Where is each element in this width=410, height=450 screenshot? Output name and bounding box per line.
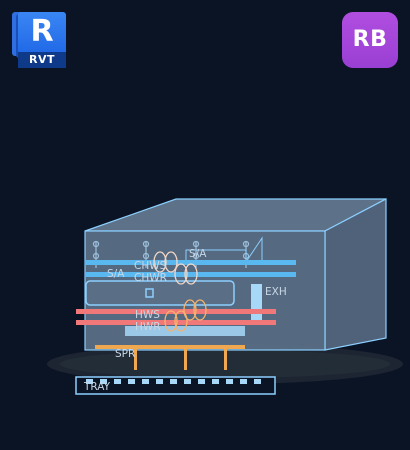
revit-logo-text: RVT [18, 52, 66, 68]
tray-rung [254, 379, 261, 384]
tray-rung [156, 379, 163, 384]
label-tray: TRAY [83, 381, 111, 393]
tray-rung [170, 379, 177, 384]
cable-tray [75, 376, 276, 395]
clash-marker [164, 310, 178, 332]
hanger-clamp [92, 252, 100, 260]
revit-logo-letter: R [30, 14, 54, 49]
tray-rung [100, 379, 107, 384]
clash-marker [153, 251, 167, 273]
hanger-clamp [142, 252, 150, 260]
hws-pipe [76, 309, 276, 314]
sprinkler-drop [224, 349, 227, 370]
label-hws: HWS [135, 309, 160, 321]
clash-marker [164, 251, 178, 273]
tray-rung [86, 379, 93, 384]
clash-markers-chilled [153, 251, 198, 285]
label-hwr: HWR [135, 321, 161, 333]
label-spr: SPR [115, 348, 135, 360]
label-sa-side: S/A [107, 268, 125, 280]
hanger-clamp [242, 240, 250, 248]
chwr-pipe [85, 272, 296, 277]
clash-markers-hot [164, 299, 207, 332]
exhaust-duct [251, 284, 262, 320]
label-exh: EXH [265, 286, 287, 298]
chws-pipe [85, 260, 296, 265]
label-chwr: CHWR [134, 272, 167, 284]
light-fixture [125, 326, 245, 336]
clash-marker [174, 263, 188, 285]
revit-logo-badge: R RVT [12, 12, 68, 70]
hanger-clamp [192, 252, 200, 260]
hanger-clamp [142, 240, 150, 248]
label-chws: CHWS [134, 260, 167, 272]
hwr-pipe [76, 320, 276, 325]
tray-rung [226, 379, 233, 384]
clash-marker [193, 299, 207, 321]
hanger-clamp [192, 240, 200, 248]
sprinkler-main [95, 345, 245, 349]
sprinkler-drop [134, 349, 137, 370]
clash-marker [174, 310, 188, 332]
label-sa-top: S/A [189, 248, 207, 260]
clash-marker [184, 263, 198, 285]
duct-diffuser [145, 288, 154, 298]
tray-rung [142, 379, 149, 384]
supply-air-duct [85, 280, 235, 306]
rb-badge: RB [342, 12, 398, 68]
tray-rung [114, 379, 121, 384]
hanger-clamp [92, 240, 100, 248]
sprinkler-drop [184, 349, 187, 370]
cable-tray-rungs [86, 379, 261, 384]
revit-logo-front [18, 12, 66, 56]
tray-rung [240, 379, 247, 384]
tray-rung [184, 379, 191, 384]
tray-rung [212, 379, 219, 384]
tray-rung [128, 379, 135, 384]
clash-marker [183, 299, 197, 321]
tray-rung [198, 379, 205, 384]
